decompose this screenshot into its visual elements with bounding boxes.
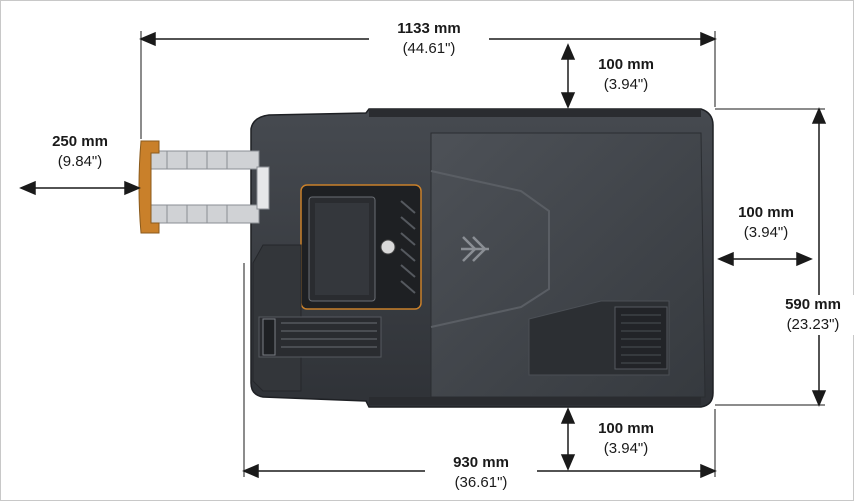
- rear-vent: [614, 306, 668, 370]
- body-length-imperial: (36.61"): [454, 474, 508, 491]
- rear-vent-grille: [621, 314, 661, 364]
- side-clearance-imperial: (3.94"): [743, 224, 789, 241]
- loader-mount: [256, 166, 270, 210]
- loader-clearance-imperial: (9.84"): [57, 153, 103, 170]
- arrow-icon: [700, 463, 717, 479]
- label-depth: 590 mm (23.23"): [771, 295, 854, 335]
- label-top-clearance: 100 mm (3.94"): [581, 55, 671, 95]
- label-loader-clearance: 250 mm (9.84"): [35, 132, 125, 172]
- lid-ridge: [430, 170, 550, 328]
- body-length-metric: 930 mm: [453, 454, 509, 471]
- label-bottom-clearance: 100 mm (3.94"): [581, 419, 671, 459]
- top-clearance-metric: 100 mm: [598, 56, 654, 73]
- brand-logo-icon: [461, 236, 489, 262]
- depth-metric: 590 mm: [785, 296, 841, 313]
- label-side-clearance: 100 mm (3.94"): [721, 203, 811, 243]
- loader-clearance-metric: 250 mm: [52, 133, 108, 150]
- arrow-icon: [811, 390, 827, 407]
- bottom-clearance-imperial: (3.94"): [603, 440, 649, 457]
- display-inner: [315, 203, 369, 295]
- bottom-clearance-metric: 100 mm: [598, 420, 654, 437]
- top-clearance-imperial: (3.94"): [603, 76, 649, 93]
- arrow-icon: [19, 180, 36, 196]
- top-rail: [369, 109, 701, 117]
- arrow-icon: [811, 107, 827, 124]
- extension-lines: [140, 31, 825, 477]
- arrow-icon: [700, 31, 717, 47]
- depth-imperial: (23.23"): [786, 316, 840, 333]
- label-body-length: 930 mm (36.61"): [425, 453, 537, 493]
- arrow-icon: [242, 463, 259, 479]
- loader-attachment: [138, 140, 270, 234]
- arrow-icon: [560, 407, 576, 424]
- arrow-icon: [560, 454, 576, 471]
- loader-orange-handle: [138, 140, 160, 234]
- overall-length-metric: 1133 mm: [397, 20, 461, 37]
- side-handle: [262, 318, 276, 356]
- display-knob: [380, 239, 396, 255]
- arrow-icon: [717, 251, 734, 267]
- printer-machine: [250, 108, 714, 408]
- arrow-icon: [139, 31, 156, 47]
- side-clearance-metric: 100 mm: [738, 204, 794, 221]
- display-vent: [400, 200, 416, 294]
- bottom-rail: [369, 397, 701, 405]
- arrow-icon: [796, 251, 813, 267]
- side-grille-lines: [281, 322, 377, 348]
- side-grille: [258, 316, 382, 358]
- overall-length-imperial: (44.61"): [402, 40, 456, 57]
- arrow-icon: [124, 180, 141, 196]
- label-overall-length: 1133 mm (44.61"): [369, 19, 489, 59]
- arrow-icon: [560, 43, 576, 60]
- arrow-icon: [560, 92, 576, 109]
